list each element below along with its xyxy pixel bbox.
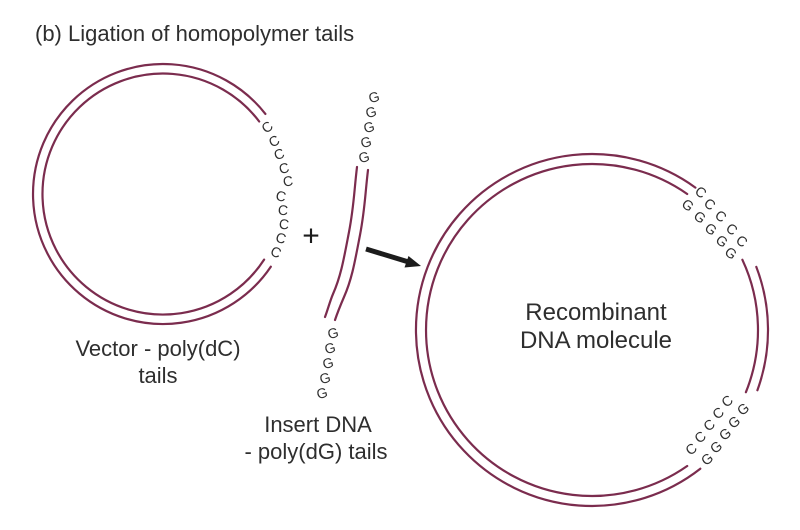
insert-left-strand xyxy=(323,165,359,319)
insert-right-strand xyxy=(333,168,370,322)
insert-tail-letter: G xyxy=(359,133,374,151)
vector-tail-letter: C xyxy=(274,229,288,247)
recombinant-label: Recombinant DNA molecule xyxy=(520,299,672,354)
recombinant-outer-strand-long xyxy=(414,152,702,508)
junction-letter: G xyxy=(679,195,697,214)
vector-inner-strand xyxy=(41,72,266,316)
vector-label: Vector - poly(dC) tails xyxy=(75,336,240,388)
junction-letter: C xyxy=(718,392,736,411)
vector-plasmid xyxy=(31,62,272,326)
insert-poly-dg-tail-top: G G G G G xyxy=(357,88,382,166)
recombinant-inner-strand-right xyxy=(741,258,760,394)
insert-tail-letter: G xyxy=(326,324,341,342)
recombinant-label-line2: DNA molecule xyxy=(520,327,672,354)
insert-tail-letter: G xyxy=(367,88,382,106)
recombinant-inner-strand-long xyxy=(424,162,689,498)
vector-tail-letter: C xyxy=(278,216,290,233)
recombinant-plasmid xyxy=(414,152,770,508)
insert-label-line2: - poly(dG) tails xyxy=(244,439,387,464)
insert-dna-fragment xyxy=(323,165,370,322)
junction-letter: G xyxy=(734,399,752,418)
vector-poly-dc-tail: C C C C C C C C C C xyxy=(258,118,294,262)
vector-tail-letter: C xyxy=(277,202,288,219)
insert-tail-letter: G xyxy=(357,148,372,166)
recombinant-junction-top: C C C C C G G G G G xyxy=(679,183,751,263)
insert-tail-letter: G xyxy=(318,369,333,387)
panel-title: (b) Ligation of homopolymer tails xyxy=(35,21,354,46)
insert-tail-letter: G xyxy=(362,118,377,136)
reaction-arrow-icon xyxy=(365,246,421,268)
vector-label-line2: tails xyxy=(138,363,177,388)
insert-label: Insert DNA - poly(dG) tails xyxy=(244,412,387,464)
insert-tail-letter: G xyxy=(323,339,338,357)
vector-tail-letter: C xyxy=(282,172,294,189)
recombinant-label-line1: Recombinant xyxy=(525,299,667,326)
insert-tail-letter: G xyxy=(321,354,336,372)
vector-label-line1: Vector - poly(dC) xyxy=(75,336,240,361)
arrow-shaft xyxy=(365,246,408,264)
plus-operator: + xyxy=(302,220,320,253)
vector-tail-letter: C xyxy=(274,187,287,205)
vector-outer-strand xyxy=(31,62,272,326)
arrow-head xyxy=(404,256,421,268)
insert-label-line1: Insert DNA xyxy=(264,412,372,437)
insert-tail-letter: G xyxy=(315,384,330,402)
insert-poly-dg-tail-bottom: G G G G G xyxy=(315,324,341,402)
vector-tail-letter: C xyxy=(277,159,291,177)
insert-tail-letter: G xyxy=(364,103,379,121)
vector-tail-letter: C xyxy=(268,243,284,262)
recombinant-junction-bottom: C C C C C G G G G G xyxy=(682,392,752,469)
recombinant-outer-strand-right xyxy=(755,265,770,392)
